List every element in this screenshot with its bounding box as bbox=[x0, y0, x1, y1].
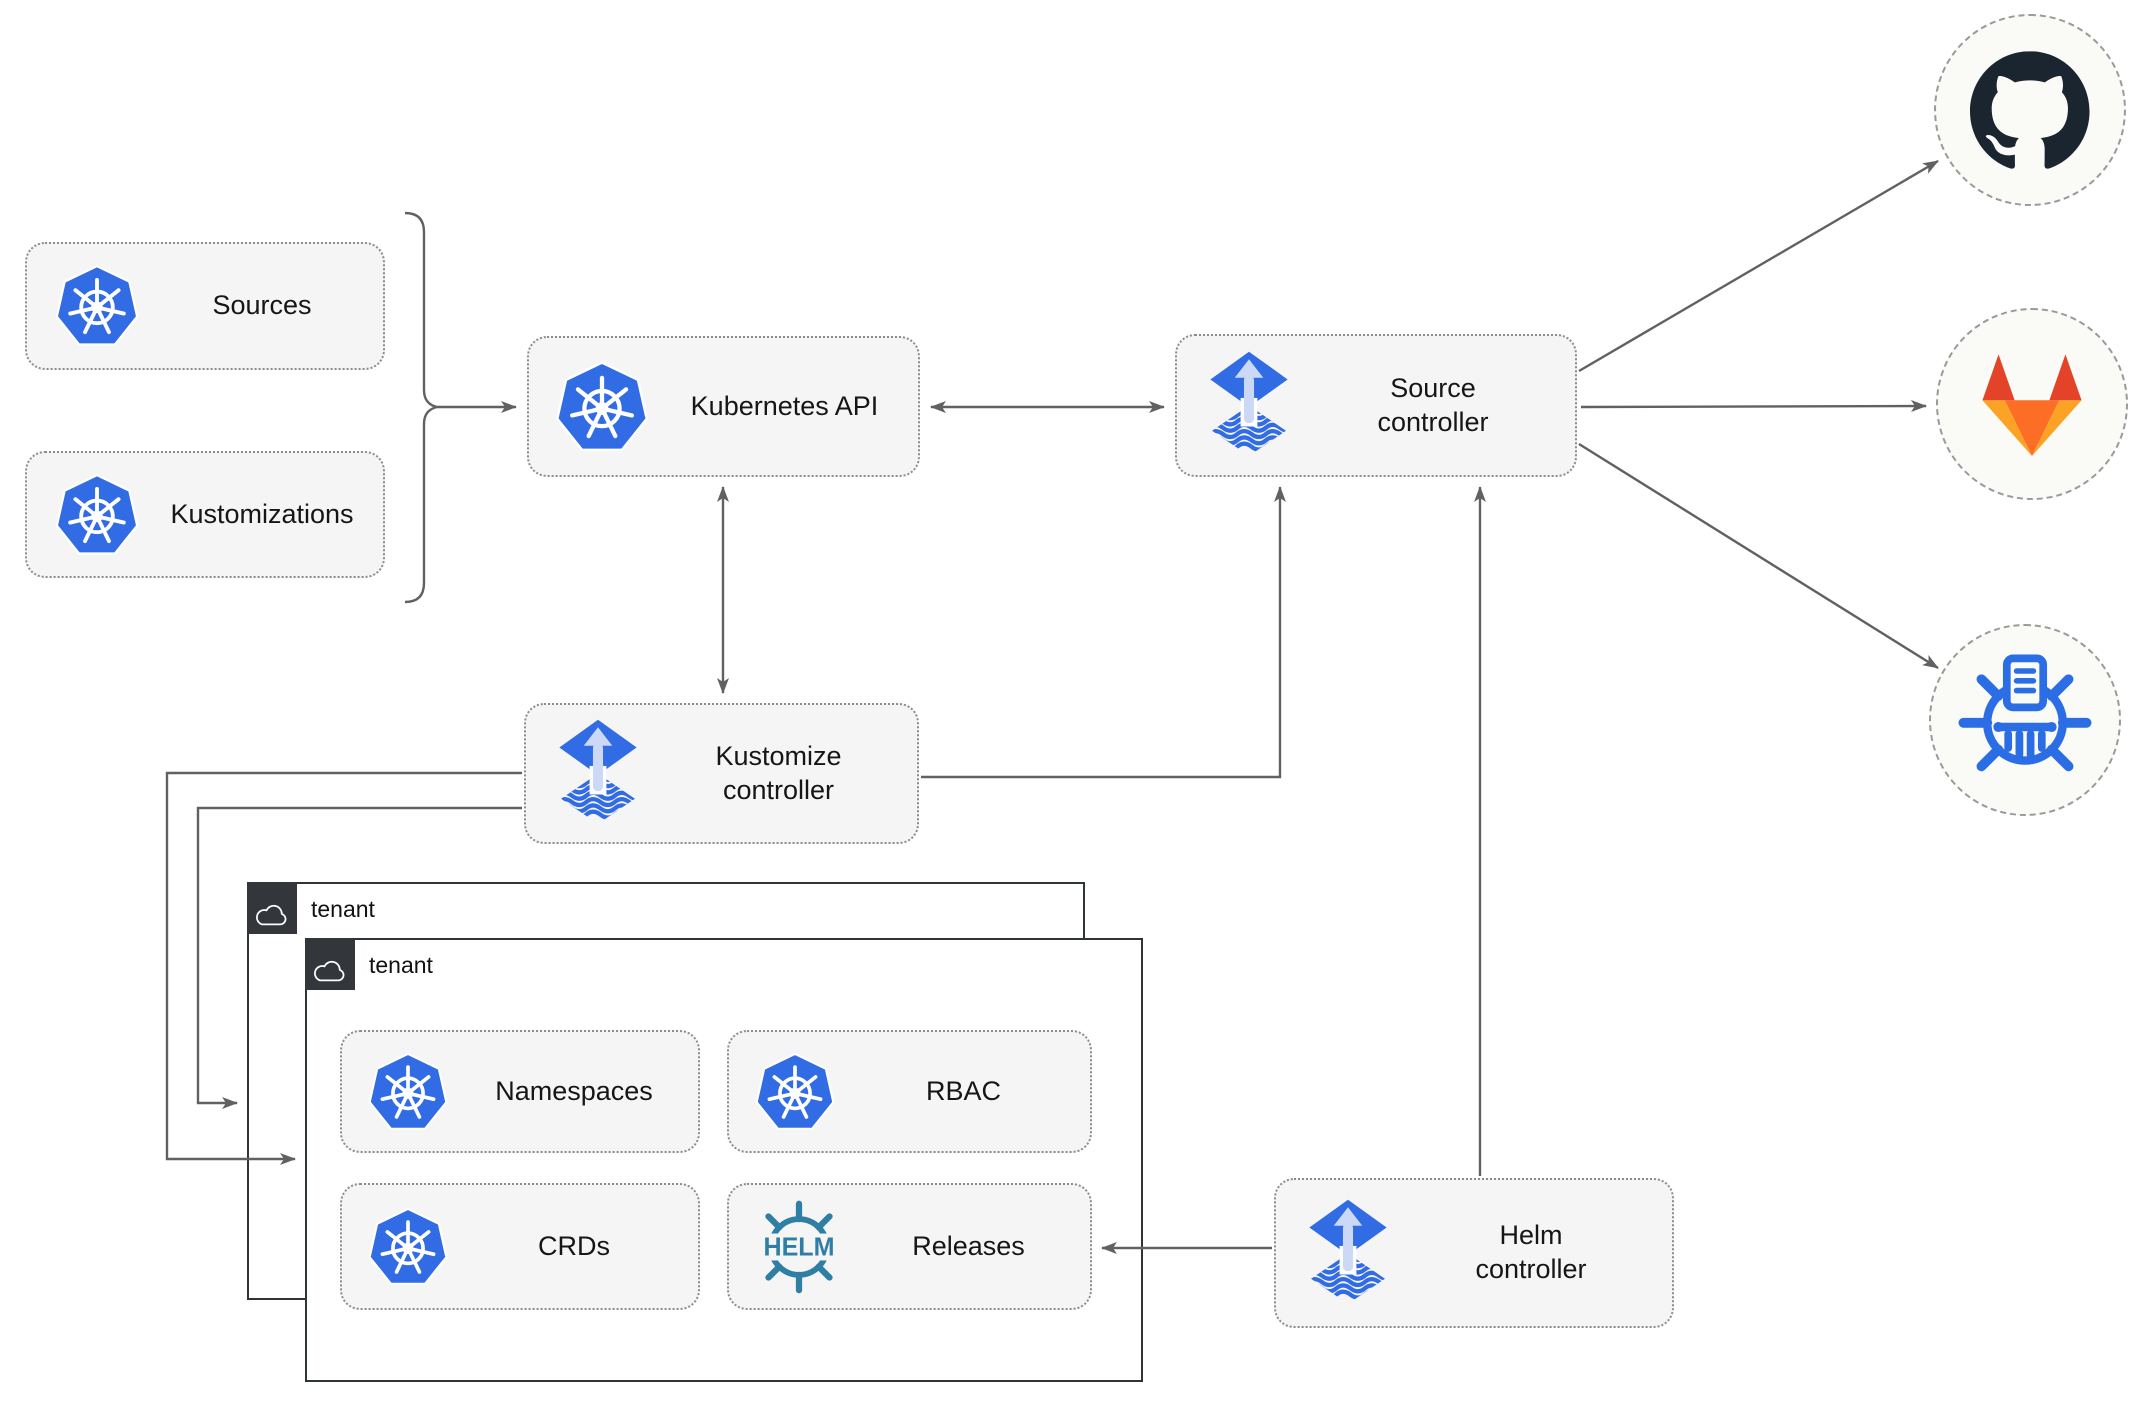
edge-source-to-github bbox=[1578, 159, 1939, 373]
node-label: Releases bbox=[912, 1230, 1025, 1261]
tenant-tab bbox=[304, 937, 355, 990]
cloud-icon bbox=[312, 960, 347, 984]
node-label: Kustomize controller bbox=[715, 740, 842, 805]
releases-node: HELM Releases bbox=[727, 1183, 1092, 1310]
rbac-node: RBAC bbox=[727, 1030, 1092, 1153]
node-label: Helm controller bbox=[1475, 1220, 1587, 1284]
brace-sources-group bbox=[404, 211, 438, 604]
kubernetes-icon bbox=[553, 358, 651, 456]
chartmuseum-helm-repository-icon bbox=[1955, 650, 2095, 790]
helm-icon: HELM bbox=[751, 1199, 847, 1295]
namespaces-node: Namespaces bbox=[340, 1030, 700, 1153]
flux-icon bbox=[556, 718, 640, 829]
kustomizations-node: Kustomizations bbox=[25, 451, 385, 578]
chartmuseum-endpoint bbox=[1929, 624, 2121, 816]
flux-icon bbox=[1306, 1198, 1390, 1309]
node-label: Source controller bbox=[1377, 372, 1489, 437]
gitlab-endpoint bbox=[1936, 308, 2128, 500]
node-label: Kubernetes API bbox=[690, 390, 879, 421]
crds-node: CRDs bbox=[340, 1183, 700, 1310]
kubernetes-icon bbox=[366, 1050, 450, 1134]
tenant-container-front: tenant bbox=[304, 937, 1143, 1382]
tenant-label: tenant bbox=[311, 896, 375, 922]
node-label: CRDs bbox=[538, 1230, 610, 1261]
source-controller-node: Source controller bbox=[1175, 334, 1577, 477]
kustomize-controller-node: Kustomize controller bbox=[524, 703, 919, 844]
gitlab-icon bbox=[1970, 347, 2094, 461]
sources-node: Sources bbox=[25, 242, 385, 370]
helm-logo-text: HELM bbox=[763, 1233, 834, 1261]
kubernetes-icon bbox=[366, 1205, 450, 1289]
kubernetes-icon bbox=[53, 471, 141, 559]
node-label: Sources bbox=[212, 290, 312, 321]
kubernetes-icon bbox=[53, 262, 141, 350]
tenant-tab bbox=[246, 881, 297, 934]
edge-source-to-gitlab bbox=[1580, 400, 1927, 413]
github-icon bbox=[1970, 51, 2090, 169]
tenant-label: tenant bbox=[369, 952, 433, 978]
kubernetes-icon bbox=[753, 1050, 837, 1134]
kubernetes-api-node: Kubernetes API bbox=[527, 336, 920, 477]
node-label: Kustomizations bbox=[170, 498, 354, 529]
helm-controller-node: Helm controller bbox=[1274, 1178, 1674, 1328]
cloud-icon bbox=[254, 904, 289, 928]
github-endpoint bbox=[1934, 14, 2126, 206]
node-label: Namespaces bbox=[495, 1075, 653, 1106]
flux-icon bbox=[1207, 350, 1291, 461]
edge-source-to-chartmuseum bbox=[1578, 442, 1939, 670]
edge-kustomize-to-source bbox=[921, 486, 1286, 779]
node-label: RBAC bbox=[925, 1075, 1001, 1106]
